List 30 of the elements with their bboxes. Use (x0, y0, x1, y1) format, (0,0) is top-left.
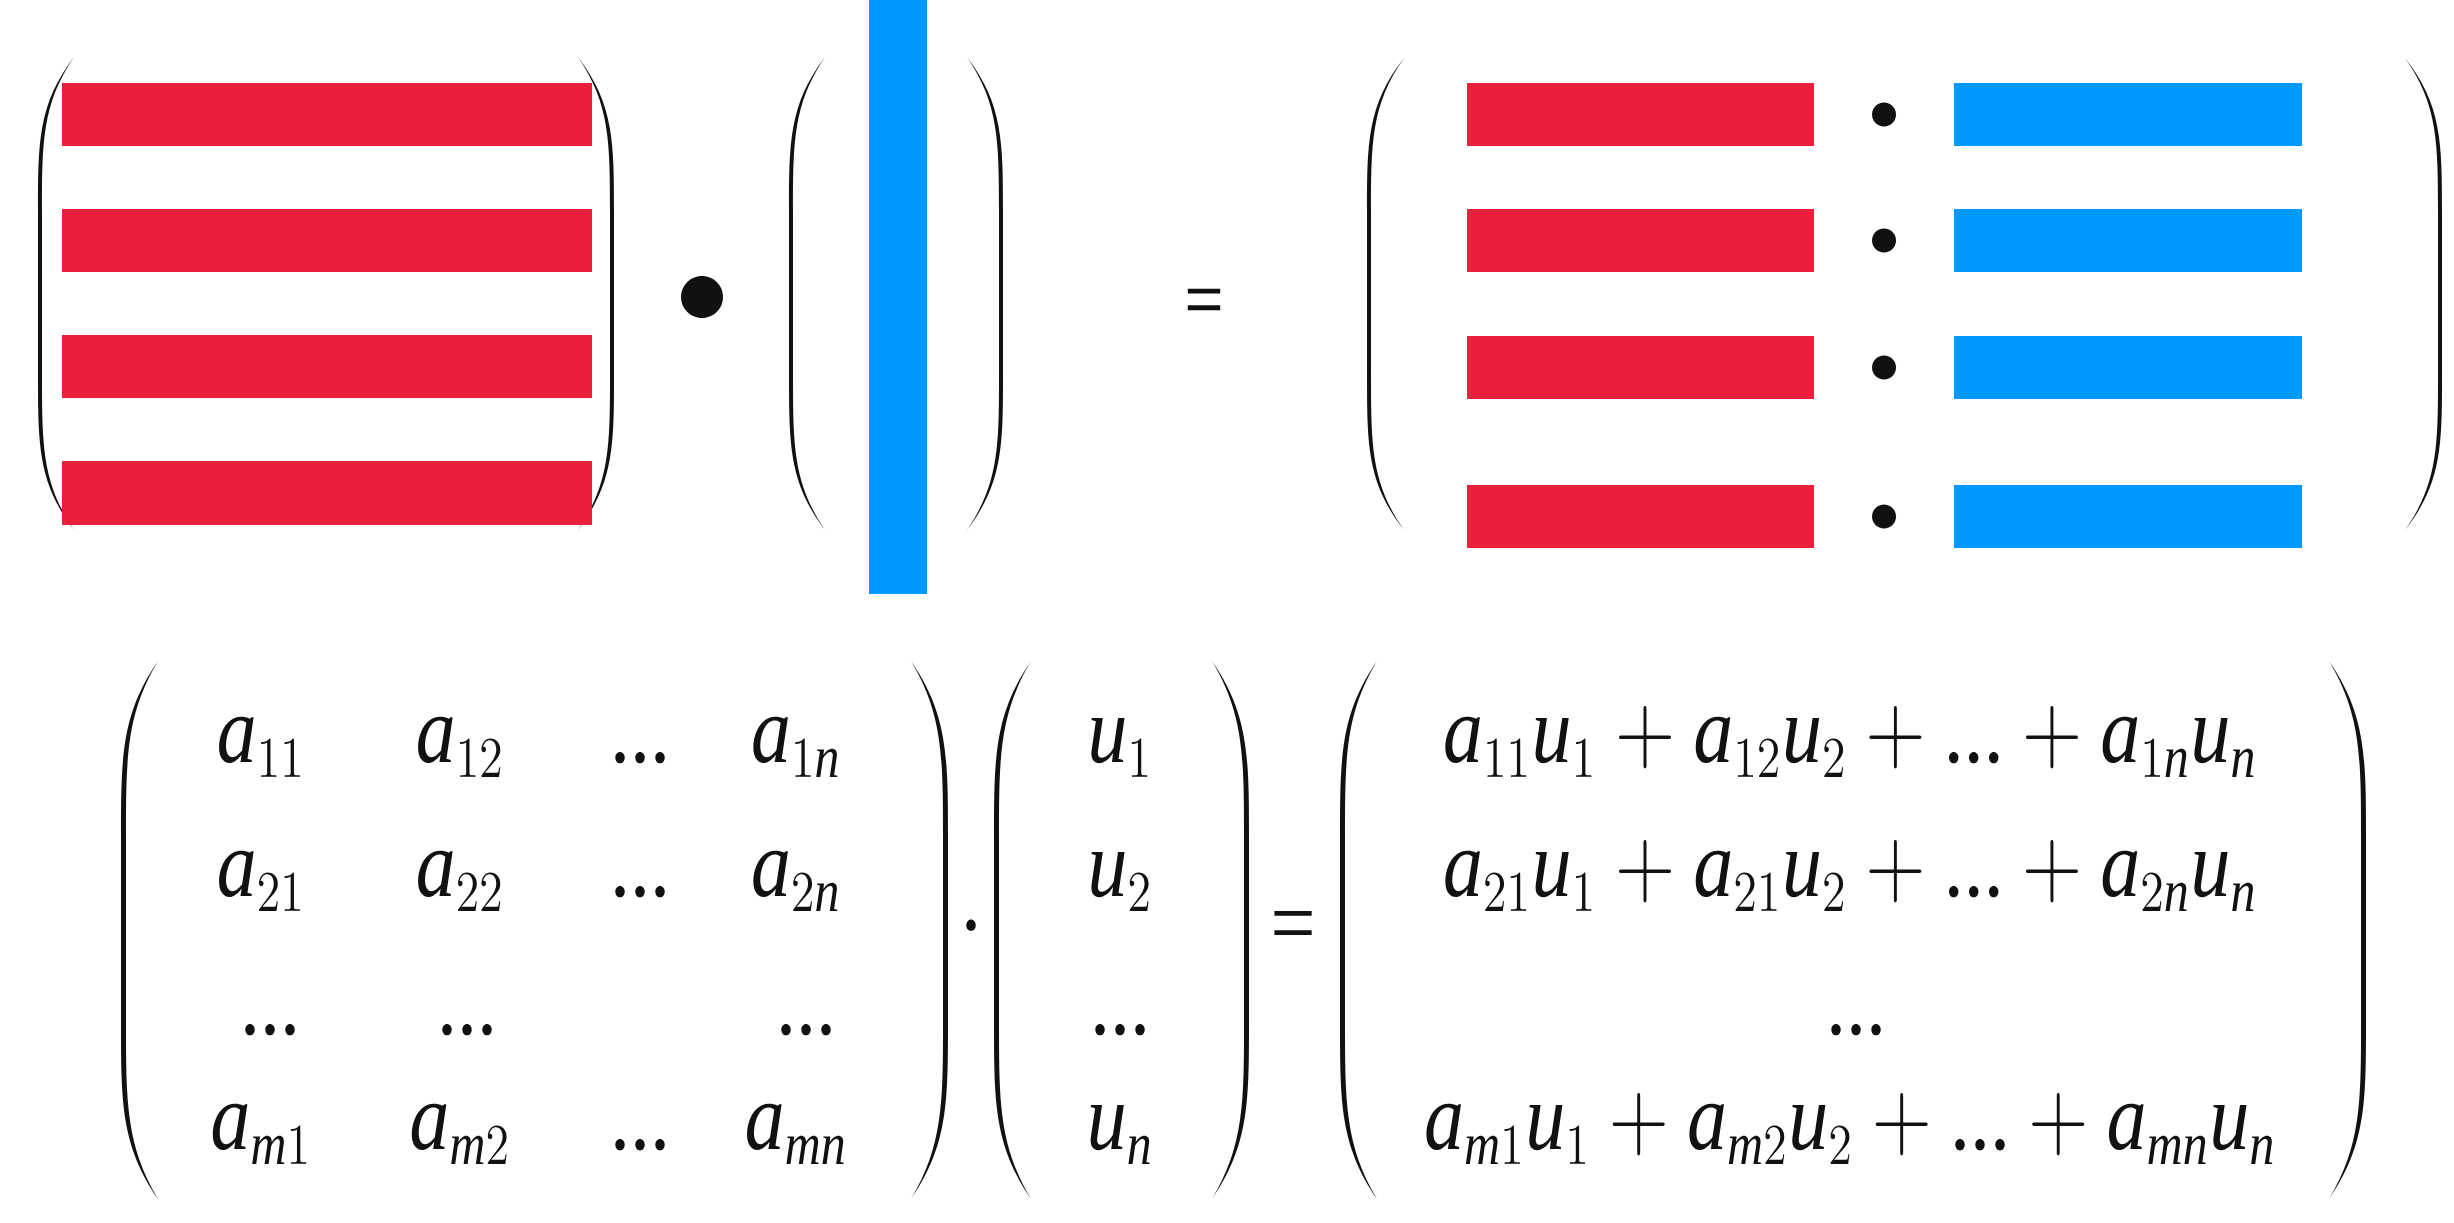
node-label: $a_{2n}$ (753, 850, 838, 911)
node-label: $...$ (615, 886, 665, 898)
equals-sign: = (1187, 288, 1221, 311)
node-label: $u_2$ (1091, 851, 1149, 911)
node-label: $a_{11}u_1+a_{12}u_2+...+a_{1n}u_n$ (1445, 705, 2254, 777)
node-label: $a_{1n}$ (753, 716, 838, 777)
node-label: $a_{22}$ (418, 850, 501, 911)
node-label: $a_{mn}$ (747, 1103, 844, 1164)
vector-drawing (789, 0, 1003, 594)
node-label: $u_n$ (1090, 1104, 1150, 1164)
multiplication-dot: · (966, 919, 976, 931)
matrix: $a_{11}$ $a_{12}$ $...$ $a_{1n}$ $a_{21}$ $a_{22}$ $...$ $a_{2n}$ $...$ $...$ $...$ $a_{m1}$ $a_{m2}$ $...$ $a_{mn}$ (121, 661, 948, 1199)
node-label: $a_{21}u_1+a_{21}u_2+...+a_{2n}u_n$ (1445, 839, 2254, 911)
node-label: $...$ (245, 1024, 295, 1036)
node-label: $...$ (615, 752, 665, 764)
node-label: $...$ (781, 1024, 831, 1036)
vector: $u_1$ $u_2$ $...$ $u_n$ (994, 661, 1249, 1199)
node-label: $a_{m1}$ (212, 1103, 307, 1164)
node-label: $...$ (1095, 1024, 1145, 1036)
equals-sign: = (1274, 911, 1312, 936)
node-label: $a_{m2}$ (411, 1103, 507, 1164)
node-label: $u_1$ (1091, 717, 1148, 777)
node-label: $a_{11}$ (219, 716, 300, 777)
vector: $a_{11}u_1+a_{12}u_2+...+a_{1n}u_n$ $a_{21}u_1+a_{21}u_2+...+a_{2n}u_n$ $...$ $a_{m1}u_1+a_{m2}u_2+...+a_{mn}u_n$ (1340, 661, 2366, 1199)
node-label: $a_{12}$ (418, 716, 501, 777)
node-label: $a_{m1}u_1+a_{m2}u_2+...+a_{mn}u_n$ (1426, 1092, 2273, 1164)
node-label: $...$ (1831, 1024, 1881, 1036)
node-label: $...$ (442, 1024, 492, 1036)
node-label: $a_{21}$ (219, 850, 300, 911)
node-label: $...$ (615, 1139, 665, 1151)
